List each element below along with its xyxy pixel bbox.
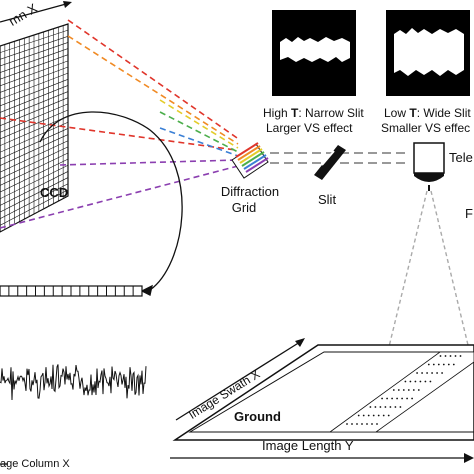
low-t-effect: Smaller VS effec <box>381 121 471 135</box>
readout-loop-arrow <box>39 111 183 296</box>
slit <box>314 145 346 180</box>
ground-plane <box>172 344 474 441</box>
ray-yellow <box>159 99 239 149</box>
signal-trace <box>0 364 147 401</box>
ccd-label: CCD <box>40 185 69 200</box>
diffraction-label-line2: Grid <box>231 200 257 215</box>
ray-red <box>67 19 241 141</box>
diffraction-label-line1: Diffraction <box>220 184 280 199</box>
telescope-label: Tele <box>449 150 473 165</box>
field-of-view <box>375 190 474 401</box>
ray-green <box>159 111 239 153</box>
right-edge-label: F <box>465 206 473 221</box>
dispersed-rays <box>0 19 241 229</box>
ray-blue <box>159 127 239 157</box>
diffraction-grating <box>231 142 269 179</box>
wide-slit-image <box>386 10 470 96</box>
image-swath-arrow <box>175 338 305 421</box>
low-t-label: Low T: Wide Slit <box>384 106 471 120</box>
narrow-slit-image <box>272 10 356 96</box>
linear-pixel-array <box>0 285 143 297</box>
ray-purple-2 <box>0 165 239 229</box>
ray-orange <box>67 35 239 145</box>
column-x-arrow <box>0 1 72 23</box>
high-t-label: High T: Narrow Slit <box>263 106 364 120</box>
ray-purple <box>59 159 239 166</box>
slit-label: Slit <box>318 192 337 207</box>
ground-label: Ground <box>234 409 281 424</box>
image-length-arrow <box>170 453 474 463</box>
image-length-label: Image Length Y <box>262 438 354 453</box>
ccd-sensor-grid <box>0 23 69 233</box>
high-t-effect: Larger VS effect <box>266 121 353 135</box>
telescope <box>413 142 445 191</box>
image-column-label: age Column X <box>0 458 70 470</box>
